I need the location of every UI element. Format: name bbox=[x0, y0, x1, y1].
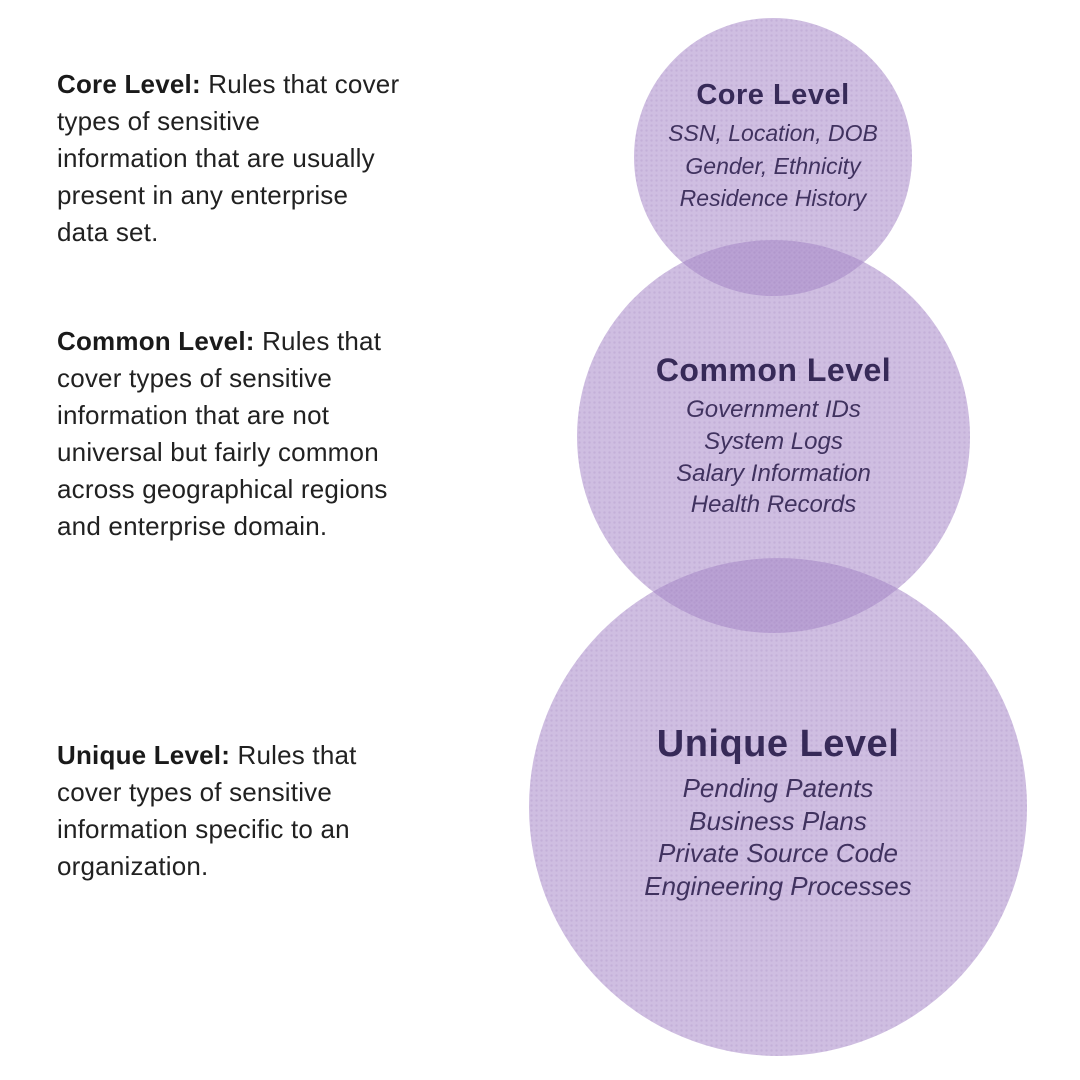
circle-item: SSN, Location, DOB bbox=[668, 120, 878, 146]
unique-circle-items: Pending Patents Business Plans Private S… bbox=[529, 772, 1027, 902]
description-line: data set. bbox=[57, 217, 159, 247]
description-line: information specific to an bbox=[57, 814, 350, 844]
common-level-description: Common Level: Rules that cover types of … bbox=[57, 323, 497, 545]
description-text: Rules that bbox=[230, 740, 357, 770]
description-line: present in any enterprise bbox=[57, 180, 349, 210]
description-text: Rules that bbox=[254, 326, 382, 356]
description-line: Common Level: Rules that bbox=[57, 323, 497, 360]
unique-level-description: Unique Level: Rules that cover types of … bbox=[57, 737, 497, 885]
circle-item: Business Plans bbox=[689, 805, 867, 836]
circle-item: Gender, Ethnicity bbox=[685, 152, 861, 179]
unique-circle-title: Unique Level bbox=[656, 723, 900, 765]
description-line: across geographical regions bbox=[57, 474, 388, 504]
common-circle-items: Government IDs System Logs Salary Inform… bbox=[577, 394, 970, 521]
description-line: cover types of sensitive bbox=[57, 777, 333, 807]
core-circle-items: SSN, Location, DOB Gender, Ethnicity Res… bbox=[634, 117, 912, 215]
description-line: and enterprise domain. bbox=[57, 511, 328, 541]
core-level-label: Core Level: bbox=[57, 69, 201, 99]
core-level-description: Core Level: Rules that cover types of se… bbox=[57, 66, 497, 251]
circle-item: System Logs bbox=[704, 427, 843, 455]
circle-item: Government IDs bbox=[686, 396, 861, 423]
unique-level-circle bbox=[529, 558, 1027, 1056]
core-circle-title: Core Level bbox=[696, 79, 850, 111]
description-line: types of sensitive bbox=[57, 106, 261, 136]
description-line: Unique Level: Rules that bbox=[57, 737, 497, 774]
circle-item: Private Source Code bbox=[658, 838, 898, 868]
unique-level-label: Unique Level: bbox=[57, 740, 231, 770]
circle-item: Engineering Processes bbox=[644, 870, 912, 901]
core-level-circle bbox=[634, 18, 912, 296]
description-line: information that are usually bbox=[57, 143, 375, 173]
circle-item: Health Records bbox=[690, 491, 857, 519]
description-line: universal but fairly common bbox=[57, 437, 379, 467]
description-line: Core Level: Rules that cover bbox=[57, 66, 497, 103]
common-level-label: Common Level: bbox=[57, 326, 255, 356]
circle-item: Salary Information bbox=[676, 459, 871, 487]
description-line: organization. bbox=[57, 851, 209, 881]
description-line: cover types of sensitive bbox=[57, 363, 333, 393]
common-circle-title: Common Level bbox=[655, 352, 892, 388]
circle-item: Residence History bbox=[679, 185, 867, 211]
description-text: Rules that cover bbox=[200, 69, 400, 99]
description-line: information that are not bbox=[57, 400, 330, 430]
circle-item: Pending Patents bbox=[682, 773, 874, 803]
